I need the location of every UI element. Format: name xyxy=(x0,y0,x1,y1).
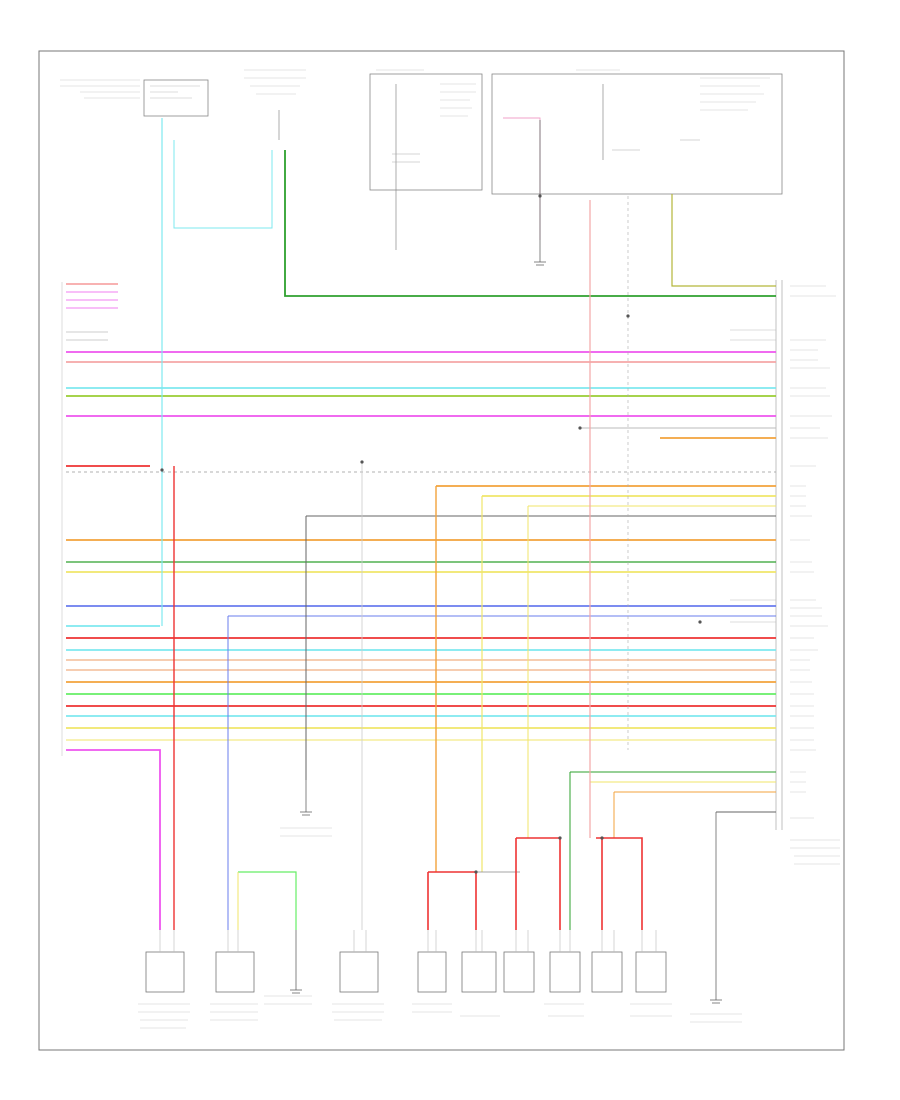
vertical-drops xyxy=(161,118,717,980)
right-pin-stubs xyxy=(730,329,776,623)
sensor-box-5 xyxy=(461,951,497,993)
sensor-captions xyxy=(138,827,742,1029)
sensor-box-1 xyxy=(145,951,185,993)
sensor-pin-stubs xyxy=(159,930,657,952)
wire-yellowgreen-top xyxy=(671,194,776,287)
wire-cyan-top xyxy=(173,140,273,229)
sensor-box-6 xyxy=(503,951,535,993)
wire-green-top xyxy=(284,150,776,297)
ground-bottom-1 xyxy=(290,930,302,994)
ground-bottom-2 xyxy=(300,780,312,816)
module-right-fuse xyxy=(491,69,783,255)
harness-wires xyxy=(66,140,776,930)
bottom-components xyxy=(145,951,667,993)
sensor-box-8 xyxy=(591,951,623,993)
ground-g1 xyxy=(534,255,546,266)
sensor-box-9 xyxy=(635,951,667,993)
sensor-box-2 xyxy=(215,951,255,993)
left-pin-stubs xyxy=(66,283,118,341)
module-center-fuse xyxy=(369,69,483,250)
module-left-sensor xyxy=(60,79,209,117)
sensor-box-3 xyxy=(339,951,379,993)
right-pin-labels xyxy=(790,285,836,819)
ground-bottom-3 xyxy=(710,980,722,1004)
sensor-box-4 xyxy=(417,951,447,993)
sensor-box-7 xyxy=(549,951,581,993)
pcm-caption xyxy=(790,839,840,865)
junction-dots xyxy=(160,194,702,874)
module-antenna xyxy=(244,69,306,140)
diagram-frame xyxy=(38,50,845,1051)
pcm-connector-right xyxy=(775,280,783,830)
